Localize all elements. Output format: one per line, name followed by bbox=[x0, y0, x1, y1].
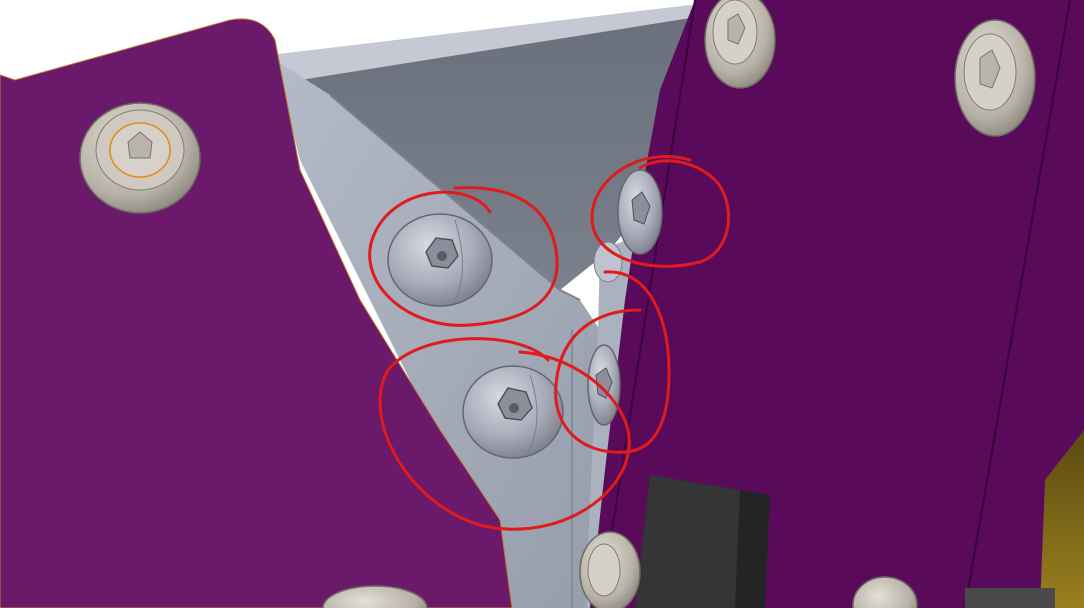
annotations bbox=[368, 154, 730, 531]
washer-screw-bottom-right[interactable] bbox=[852, 576, 918, 608]
washer-screw-bottom-mid[interactable] bbox=[579, 531, 641, 608]
flange-screw-lower[interactable] bbox=[587, 344, 621, 426]
bracket-gusset bbox=[275, 60, 600, 608]
annotation-circle-flange-upper bbox=[590, 154, 730, 268]
washer-screw-bottom-left[interactable] bbox=[322, 585, 428, 608]
button-screw-upper[interactable] bbox=[387, 213, 493, 307]
flange-screw-upper[interactable] bbox=[593, 169, 663, 283]
annotation-circle-upper-screw bbox=[368, 186, 559, 327]
right-plate[interactable] bbox=[590, 0, 1084, 608]
washer-screw-top-right-2[interactable] bbox=[954, 19, 1036, 137]
washer-screw-left[interactable] bbox=[79, 102, 201, 214]
gold-part-base bbox=[965, 588, 1055, 608]
annotation-circle-flange-lower bbox=[554, 270, 671, 454]
annotation-circle-lower-screw bbox=[378, 337, 631, 531]
bracket-top-edge bbox=[270, 5, 700, 80]
button-screw-lower[interactable] bbox=[462, 365, 564, 459]
motor-block bbox=[635, 475, 770, 608]
gold-part bbox=[1040, 430, 1084, 608]
washer-screw-top-right-1[interactable] bbox=[704, 0, 776, 89]
